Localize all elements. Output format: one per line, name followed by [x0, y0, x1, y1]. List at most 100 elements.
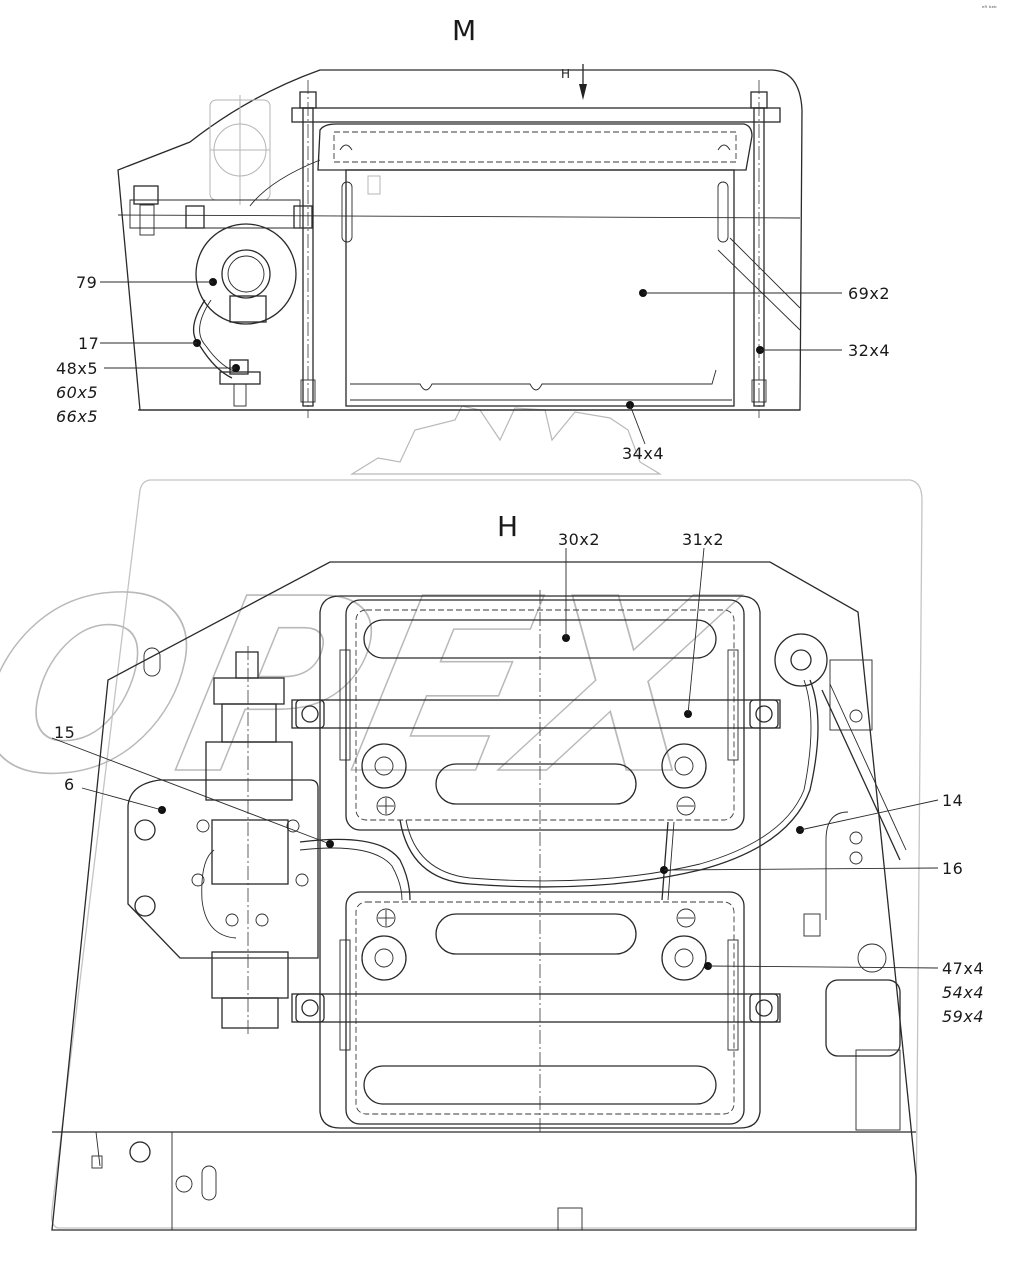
bottom-frame-outline: [51, 561, 917, 1231]
top-view-outline: [117, 69, 803, 411]
right-cable-a: [821, 689, 901, 861]
battery-lid: [317, 123, 753, 171]
mount-bolt-head: [133, 185, 159, 205]
frame-rail-post: [95, 1131, 101, 1167]
battery-slot-left: [341, 181, 353, 243]
label-60: 60x5: [56, 383, 98, 402]
watermark: OPEX: [0, 405, 923, 1229]
terminal-nut: [229, 359, 249, 375]
leader-31: [687, 547, 705, 715]
battery-lower: [339, 891, 745, 1125]
label-79: 79: [76, 273, 97, 292]
label-30: 30x2: [558, 530, 600, 549]
top-view: M H: [56, 14, 890, 463]
battery-tray: [319, 595, 761, 1129]
mount-bolt-shank: [139, 204, 155, 236]
ghost-bracket: [209, 95, 381, 205]
right-bolt-3: [849, 851, 863, 865]
leader-15: [51, 737, 331, 845]
label-69: 69x2: [848, 284, 890, 303]
right-round: [857, 943, 887, 973]
battery-terminals: [361, 743, 707, 981]
label-47: 47x4: [942, 959, 984, 978]
plate-screw-3: [191, 873, 205, 887]
cable-16-inner: [667, 821, 675, 901]
corner-mark: ᵉᴿ ᵇᵉᵇ: [982, 5, 997, 12]
view-arrow-label: H: [561, 67, 570, 81]
label-54: 54x4: [942, 983, 984, 1002]
cable-14: [399, 679, 819, 888]
label-48: 48x5: [56, 359, 98, 378]
leader-16: [663, 867, 939, 871]
leader-6: [81, 787, 163, 811]
label-59: 59x4: [942, 1007, 984, 1026]
right-nut: [803, 913, 821, 937]
watermark-gear: [349, 405, 663, 475]
bracket-bolt-b: [293, 205, 313, 229]
terminal-stud: [233, 383, 247, 407]
plate-screw-1: [196, 819, 210, 833]
clamp-nuts: [295, 699, 779, 1023]
top-frame-line: [117, 214, 801, 219]
frame-tab: [557, 1207, 583, 1231]
mass-switch: [201, 646, 293, 1036]
cable-17-inner: [199, 299, 237, 373]
label-6: 6: [64, 775, 75, 794]
bracket-bolt-a: [185, 205, 205, 229]
clamp-bar-lower: [291, 993, 781, 1023]
cable-16: [661, 821, 669, 901]
label-31: 31x2: [682, 530, 724, 549]
bottom-view: H: [51, 510, 984, 1231]
frame-hole: [129, 1141, 151, 1163]
right-base: [855, 1049, 901, 1131]
frame-slot: [201, 1165, 217, 1201]
switch-bore-inner: [227, 255, 265, 293]
frame-slot-left: [143, 647, 161, 677]
label-16: 16: [942, 859, 963, 878]
cable-15-inner: [299, 847, 403, 901]
lid-hole-left: [339, 144, 353, 151]
rod-nut-right: [751, 379, 767, 403]
plate-hole-2: [134, 895, 156, 917]
rod-nut-left: [300, 379, 316, 403]
cable-15: [299, 838, 411, 901]
label-17: 17: [78, 334, 99, 353]
plate-screw-2: [286, 819, 300, 833]
switch-bore: [221, 249, 271, 299]
switch-terminal: [229, 295, 267, 323]
battery-upper: [339, 599, 745, 831]
bracket-arm: [249, 159, 321, 207]
label-32: 32x4: [848, 341, 890, 360]
watermark-text: OPEX: [0, 548, 753, 827]
switch-plate: [127, 779, 319, 959]
relay-center: [790, 649, 812, 671]
right-bolt-2: [849, 831, 863, 845]
frame-post-cap: [91, 1155, 103, 1169]
label-34: 34x4: [622, 444, 664, 463]
battery-body: [345, 169, 735, 407]
battery-lid-inner: [333, 131, 737, 163]
frame-hole-2: [175, 1175, 193, 1193]
right-bracket: [829, 659, 873, 731]
bottom-view-title: H: [497, 510, 518, 543]
lid-hole-right: [717, 144, 731, 151]
right-pipe: [825, 811, 849, 920]
battery-slot-right: [717, 181, 729, 243]
hatch-line-2: [729, 237, 801, 309]
plate-hole-1: [134, 819, 156, 841]
clamp-bar-upper: [291, 699, 781, 729]
leader-34: [629, 404, 646, 445]
label-66: 66x5: [56, 407, 98, 426]
top-view-title: M: [452, 14, 476, 47]
right-cylinder: [825, 979, 901, 1057]
label-14: 14: [942, 791, 963, 810]
watermark-frame: [50, 479, 923, 1229]
label-15: 15: [54, 723, 75, 742]
relay-body: [774, 633, 828, 687]
battery-base-profile: [350, 369, 717, 391]
view-arrow-head: [579, 84, 587, 100]
leader-14: [799, 799, 939, 831]
switch-housing: [195, 223, 297, 325]
right-cable-b: [829, 683, 907, 851]
